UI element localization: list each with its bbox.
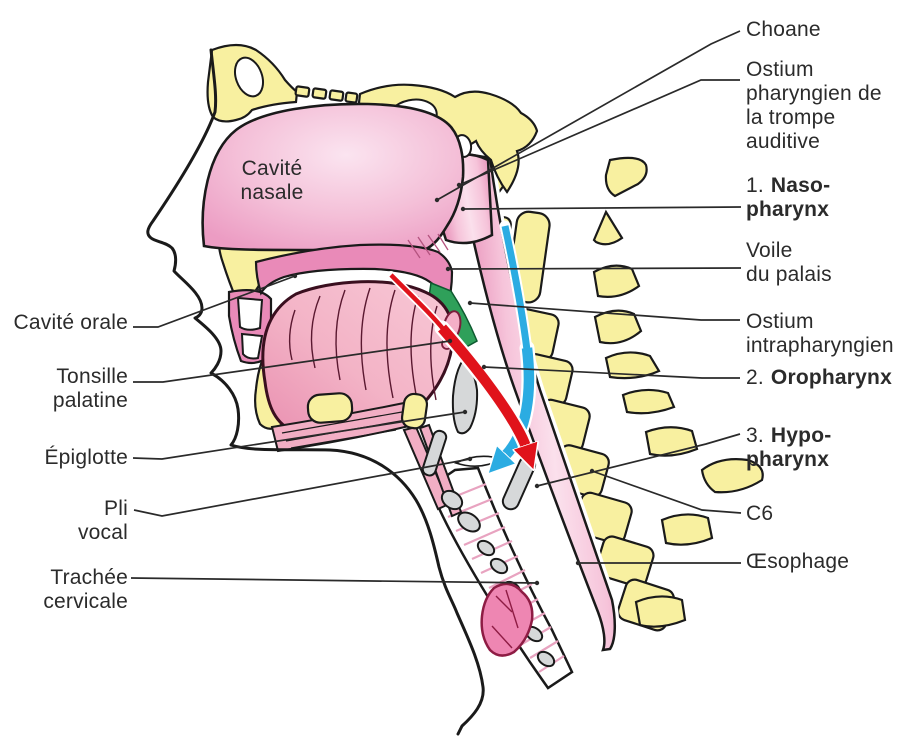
leader-choane	[436, 30, 741, 201]
lower-incisor	[240, 332, 264, 360]
label-ostium-pharyngien: Ostium pharyngien de la trompe auditive	[746, 58, 882, 153]
label-oesophage: Œsophage	[746, 550, 850, 573]
thyroid-gland	[480, 582, 534, 657]
cricoid-cartilage	[457, 511, 481, 533]
arytenoid-cartilage	[440, 489, 464, 511]
leader-epiglotte	[132, 411, 466, 460]
vocal-fold	[453, 455, 505, 467]
label-cavite-orale: Cavité orale	[13, 311, 128, 334]
vertebra-arch	[592, 264, 641, 298]
food-path-arrow	[438, 324, 526, 447]
vertebra-arch	[604, 351, 661, 380]
label-c6: C6	[746, 502, 774, 525]
hyoid-bone	[400, 392, 429, 430]
vertebra-arch	[592, 209, 624, 246]
label-epiglotte: Épiglotte	[44, 446, 128, 469]
label-trachee-cervicale: Trachée cervicale	[43, 566, 128, 613]
hyoid-body-bone	[306, 392, 354, 424]
palate-hatching	[407, 233, 449, 259]
thyroid-facets	[491, 589, 519, 649]
vertebra-transverse-process	[700, 458, 764, 494]
leader-tonsille-palatine	[133, 340, 451, 383]
air-path-arrow	[505, 347, 535, 456]
label-nasopharynx: 1.Naso- pharynx	[746, 174, 831, 221]
label-tonsille-palatine: Tonsille palatine	[52, 365, 128, 412]
leader-ostium-intrapharyngien	[469, 302, 740, 321]
leader-pli-vocal	[133, 458, 471, 517]
leader-voile-du-palais	[447, 267, 742, 270]
thyroid-cartilage	[421, 429, 448, 477]
leader-c6	[591, 470, 742, 514]
label-oropharynx: 2.Oropharynx	[746, 366, 892, 389]
air-path-arrow-upper	[501, 225, 531, 351]
label-choane: Choane	[746, 18, 821, 41]
label-ostium-intrapharyngien: Ostium intrapharyngien	[746, 310, 894, 357]
thyroid-lobe	[480, 582, 534, 657]
suture-dashes	[294, 85, 359, 104]
vertebra-arch	[593, 309, 643, 345]
vertebra-arch	[644, 426, 699, 457]
leader-ostium-pharyngien	[458, 79, 740, 186]
leader-lines	[130, 30, 742, 586]
leader-nasopharynx	[462, 206, 742, 210]
epiglottis	[451, 358, 479, 435]
leader-trachee-cervicale	[130, 577, 538, 584]
pathway-arrows	[387, 220, 535, 456]
label-cavite-nasale: Cavité nasale	[240, 157, 304, 204]
face-profile-outline	[146, 48, 485, 736]
leader-cavite-orale	[133, 275, 296, 328]
atlas-bone	[604, 156, 648, 198]
vertebra-arch	[621, 388, 676, 415]
food-path-arrow-upper	[389, 273, 446, 332]
upper-incisor	[236, 296, 264, 331]
label-voile-du-palais: Voile du palais	[746, 239, 832, 286]
vertebra-arch	[660, 513, 714, 546]
larynx-cartilages	[421, 358, 556, 668]
leader-oropharynx	[483, 366, 740, 379]
frontal-sinus	[233, 56, 265, 98]
label-pli-vocal: Pli vocal	[77, 497, 128, 544]
label-hypopharynx: 3.Hypo- pharynx	[746, 424, 832, 471]
vertebra-arch	[634, 595, 687, 628]
